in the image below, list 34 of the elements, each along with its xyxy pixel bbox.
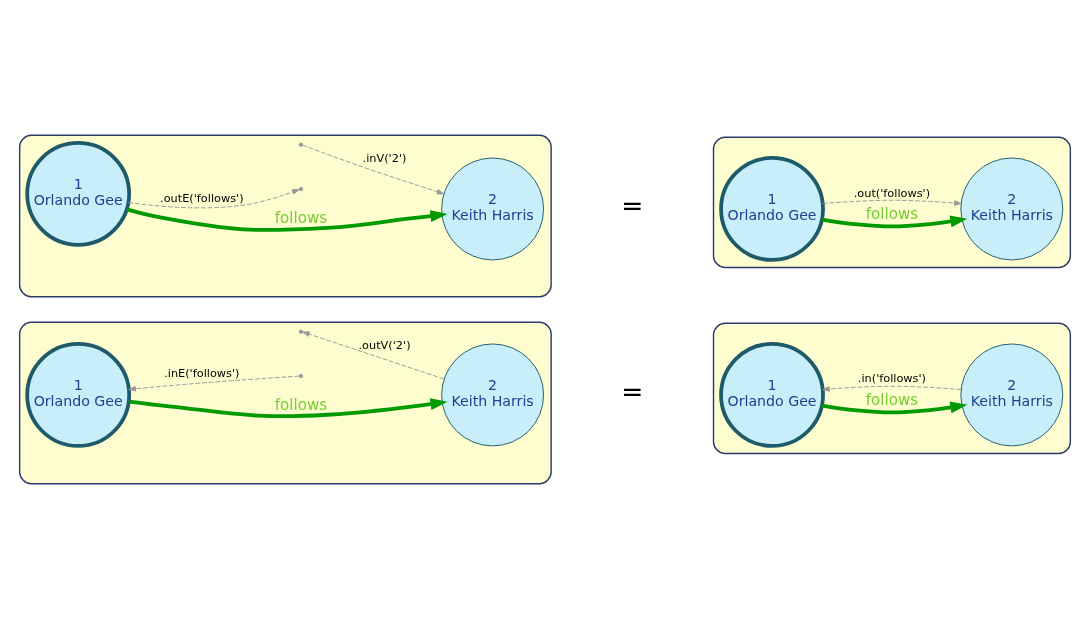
edge-label: .inE('follows') xyxy=(164,365,240,380)
arrow xyxy=(126,207,448,232)
edge-label: .outV('2') xyxy=(358,337,411,352)
arrow xyxy=(128,188,300,208)
node-circle: 1 Orlando Gee xyxy=(719,341,825,448)
edge-label: follows xyxy=(274,395,328,414)
edge-label: .inV('2') xyxy=(362,150,407,165)
node-circle: 1 Orlando Gee xyxy=(25,341,132,448)
edge-label: .in('follows') xyxy=(857,370,927,385)
cluster xyxy=(18,321,552,484)
edge-label: follows xyxy=(274,208,328,227)
edge-label: follows xyxy=(865,390,919,409)
node-circle: 2 Keith Harris xyxy=(960,343,1064,446)
arrow xyxy=(128,375,300,392)
arrow xyxy=(302,144,445,194)
node-circle: 1 Orlando Gee xyxy=(719,155,825,262)
arrow xyxy=(302,330,445,379)
cluster xyxy=(712,322,1072,454)
arrow xyxy=(822,199,962,206)
cluster xyxy=(712,136,1072,268)
cluster xyxy=(18,134,552,297)
edge-label: .outE('follows') xyxy=(160,190,244,205)
node-circle: 2 Keith Harris xyxy=(960,157,1064,260)
arrow xyxy=(821,401,968,414)
label: = xyxy=(621,375,644,407)
arrow xyxy=(822,385,962,392)
node-circle: 1 Orlando Gee xyxy=(25,140,132,247)
node-circle: 2 Keith Harris xyxy=(441,157,545,260)
node-circle: 2 Keith Harris xyxy=(441,343,545,446)
label: = xyxy=(621,189,644,221)
arrow xyxy=(821,215,968,228)
edge-label: follows xyxy=(865,204,919,223)
arrow xyxy=(128,397,448,418)
edge-label: .out('follows') xyxy=(853,185,931,200)
